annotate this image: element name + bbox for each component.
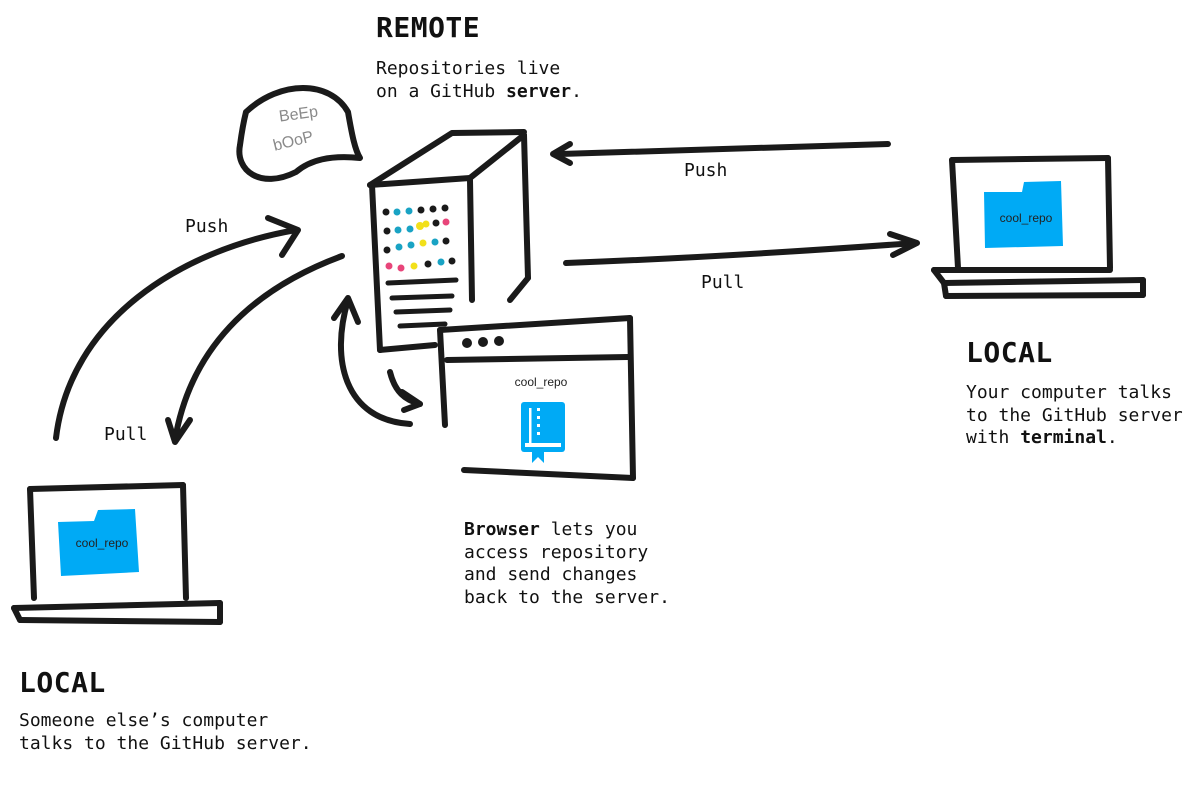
remote-heading: REMOTE [376,11,481,44]
local-left-description: Someone else’s computer talks to the Git… [19,710,312,754]
pull-left-label: Pull [104,424,148,445]
arrow-browser-to-server [331,295,413,427]
speech-bubble [236,85,363,182]
server-icon [367,129,531,353]
server-leds [382,204,456,272]
browser-repo-name: cool_repo [514,375,568,389]
browser-description: Browser lets you access repository and s… [464,519,670,608]
push-right-label: Push [684,160,728,181]
browser-window-dots [462,336,504,348]
laptop-right-icon [931,155,1146,299]
local-right-description: Your computer talks to the GitHub server… [966,382,1183,448]
arrow-pull-right [563,231,920,266]
laptop-left-icon [11,482,223,625]
remote-description: Repositories live on a GitHub server. [376,58,582,102]
pull-right-label: Pull [701,272,745,293]
push-left-label: Push [185,216,229,237]
local-right-heading: LOCAL [966,336,1053,369]
browser-window-icon [437,315,636,481]
arrow-push-right [550,141,891,166]
local-left-heading: LOCAL [19,666,106,699]
folder-right-icon [984,181,1063,248]
laptop-left-folder-label: cool_repo [75,536,129,550]
repo-book-icon [521,402,565,463]
folder-left-icon [58,509,139,576]
arrow-push-left [53,215,301,441]
laptop-right-folder-label: cool_repo [999,211,1053,225]
arrow-server-to-browser [387,369,423,413]
arrow-pull-left [165,253,345,445]
